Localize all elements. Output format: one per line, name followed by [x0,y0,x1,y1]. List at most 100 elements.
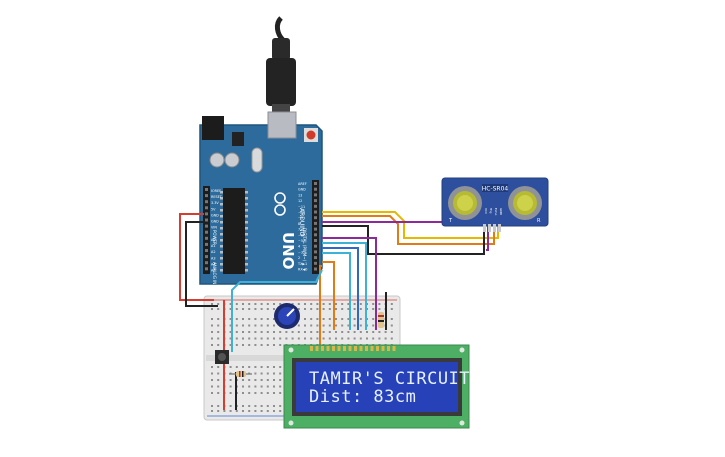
header-pin[interactable] [205,261,208,265]
potentiometer[interactable] [274,303,300,329]
bb-hole [359,318,362,320]
bb-hole [260,337,263,340]
header-pin[interactable] [314,182,317,185]
lcd-pin[interactable] [332,346,335,351]
reset-button-cap[interactable] [306,130,316,140]
bb-hole [384,337,387,340]
bb-hole [242,410,244,412]
header-pin[interactable] [314,261,317,265]
lcd-pin[interactable] [337,346,341,351]
lcd-pin[interactable] [365,346,368,351]
bb-hole [273,372,275,375]
pin-label: ~5 [298,239,303,243]
pin-label: A5 [211,269,215,273]
chip-pin [245,239,248,242]
bb-hole [229,308,232,310]
lcd-display[interactable] [283,344,470,429]
lcd-pin[interactable] [321,346,324,351]
bb-hole [248,385,251,388]
header-pin[interactable] [314,250,317,254]
header-pin[interactable] [314,227,317,231]
sensor-pin[interactable] [498,224,501,232]
header-pin[interactable] [314,256,317,260]
bb-hole [310,308,313,310]
bb-hole [248,324,251,327]
lcd-pin[interactable] [310,346,313,351]
header-pin[interactable] [314,233,317,237]
sensor-pins[interactable] [483,224,501,232]
bb-hole [353,303,356,305]
sensor-pin[interactable] [488,224,491,232]
pushbutton[interactable] [215,350,229,364]
sensor-pin[interactable] [483,224,486,232]
bb-hole [378,337,381,340]
lcd-pin[interactable] [376,346,379,351]
header-pin[interactable] [205,255,208,259]
bb-hole [229,324,232,327]
digital-header[interactable] [312,180,319,274]
header-pin[interactable] [314,204,317,208]
header-pin[interactable] [205,249,208,252]
bb-hole [316,331,319,333]
bb-hole [279,372,282,375]
bb-hole [254,331,257,333]
crystal [251,147,263,173]
header-pin[interactable] [314,199,317,203]
header-pin[interactable] [205,200,208,204]
lcd-pin[interactable] [315,346,319,351]
lcd-pin[interactable] [387,346,390,351]
pin-label: 13 [298,193,302,197]
lcd-pin[interactable] [370,346,374,351]
bb-hole [229,385,232,388]
header-pin[interactable] [205,236,208,240]
power-header[interactable] [203,186,210,274]
bb-hole [347,324,350,327]
bb-hole [235,331,238,333]
header-pin[interactable] [205,212,208,216]
header-pin[interactable] [205,230,208,234]
bb-hole [378,308,381,310]
header-pin[interactable] [314,239,317,242]
bb-hole [217,372,220,375]
header-pin[interactable] [205,188,208,191]
bb-hole [211,344,213,346]
header-pin[interactable] [205,267,208,271]
bb-hole [217,379,220,381]
bb-hole [248,392,251,394]
bb-hole [211,372,213,375]
bb-hole [297,324,300,327]
lcd-pin[interactable] [354,346,357,351]
lcd-pin[interactable] [392,346,396,351]
arduino-uno-board[interactable]: ARDUINO UNO POWER ANALOG IN DIGITAL (PWM… [199,111,323,285]
header-pin[interactable] [205,218,208,222]
bb-hole [378,303,381,305]
header-pin[interactable] [314,221,317,225]
bb-hole [260,392,263,394]
header-pin[interactable] [314,216,317,220]
lcd-pin[interactable] [348,346,352,351]
header-pin[interactable] [205,242,208,246]
lcd-pin[interactable] [381,346,385,351]
chip-pin [245,245,248,248]
lcd-pin[interactable] [359,346,363,351]
sensor-pin[interactable] [493,224,496,232]
resistor-button [229,371,252,377]
bb-hole [211,410,213,412]
bb-hole [229,379,232,381]
header-pin[interactable] [314,187,317,191]
lcd-pin[interactable] [326,346,330,351]
lcd-header-pins[interactable] [310,346,396,351]
wire-lcd-7 [231,269,323,352]
header-pin[interactable] [205,206,208,210]
header-pin[interactable] [314,193,317,197]
bb-hole [235,303,238,305]
header-pin[interactable] [205,194,208,198]
header-pin[interactable] [314,210,317,214]
header-pin[interactable] [205,224,208,228]
bb-hole [266,331,269,333]
header-pin[interactable] [314,244,317,248]
lcd-pin[interactable] [343,346,346,351]
header-pin[interactable] [314,267,317,271]
